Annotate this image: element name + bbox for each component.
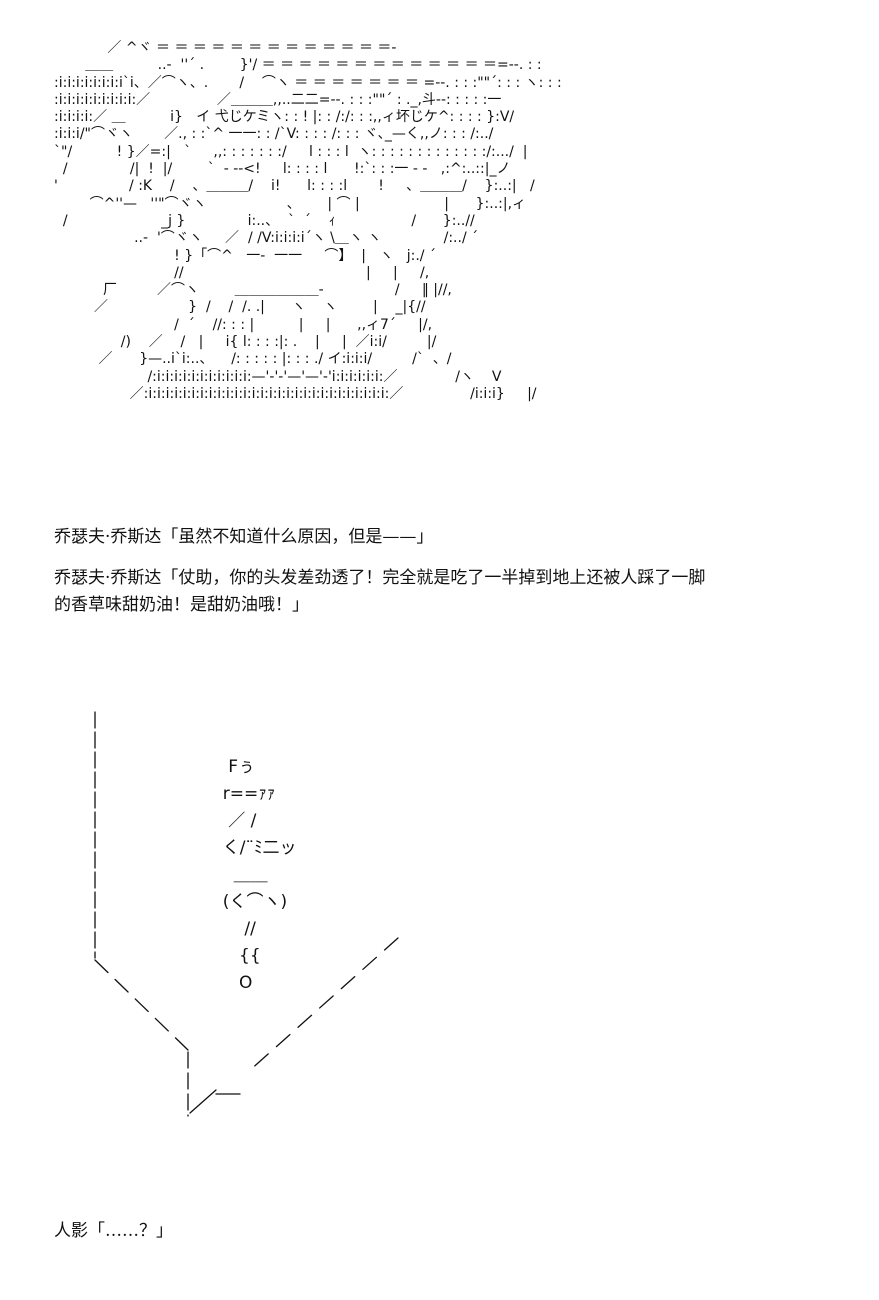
- ascii-art-figure: Fぅ r==ｧｧ ／ / く/¨ﾐ二ッ ＿＿ (く⌒ヽ) // {{ O: [212, 754, 297, 997]
- ascii-art-row: :i:i:i:i:i:i:i:i`i、／⌒ヽ、. / ⌒ヽ ＝ ＝ ＝ ＝ ＝ …: [54, 74, 562, 91]
- ascii-art-row: ' / :K / 、＿＿＿/ i! l: : : :l ! 、＿＿＿/ }:..…: [54, 178, 535, 195]
- figure-art-row: く/¨ﾐ二ッ: [212, 838, 297, 858]
- ascii-art-row: `"/ ! }／=:| ` ,,: : : : : : :/ l : : : l…: [54, 143, 528, 160]
- ascii-art-row: :i:i:i:i:／ ＿ i} イ 弋じケミヽ: : ! |: : /:/: :…: [54, 109, 515, 126]
- dialogue-text-part-2: 的香草味甜奶油！是甜奶油哦！」: [54, 595, 309, 615]
- ascii-art-portrait: ／ ^ヾ ＝ ＝ ＝ ＝ ＝ ＝ ＝ ＝ ＝ ＝ ＝ ＝ ＝- ＿＿ ..‐ '…: [54, 40, 562, 403]
- ascii-art-row: ＿＿ ..‐ ''´ . }'/ ＝ ＝ ＝ ＝ ＝ ＝ ＝ ＝ ＝ ＝ ＝ ＝…: [54, 57, 542, 74]
- figure-art-row: ＿＿: [212, 865, 268, 885]
- ascii-art-row: ／ } / / /. .| ヽ ヽ | _|{//: [54, 299, 426, 316]
- frame-bottom-slash: [189, 1089, 217, 1114]
- figure-art-row: r==ｧｧ: [212, 784, 276, 804]
- frame-right-diagonal: [247, 937, 399, 1073]
- ascii-art-row: ! }「⌒^ 一‐ 一一 ⌒】 | ヽ j:./ ´: [54, 247, 436, 264]
- ascii-art-row: / /| ! |/ ` ‐ ‐‐<! l: : : : l !:`: : :一 …: [54, 161, 511, 178]
- scene-frame-lines: [94, 711, 399, 1117]
- figure-art-row: O: [212, 973, 253, 993]
- ascii-art-row: ／ ^ヾ ＝ ＝ ＝ ＝ ＝ ＝ ＝ ＝ ＝ ＝ ＝ ＝ ＝-: [54, 40, 397, 56]
- ascii-art-row: ..‐ '⌒ヾヽ ／ / /V:i:i:i:i´ヽ \＿ヽ ヽ /:../ ´: [54, 230, 479, 247]
- ascii-art-row: ／ }—..i`i:..、 /: : : : : |: : : ./ イ:i:i…: [54, 351, 452, 368]
- ascii-art-row: ⌒^''— ''"⌒ヾヽ 、 | ⌒ | | }:..:|,ィ: [54, 195, 527, 212]
- ascii-art-row: /) ／ / | i{ l: : : :|: . | | ／i:i/ |/: [54, 334, 437, 351]
- figure-art-row: Fぅ: [212, 757, 255, 777]
- ascii-art-row: / ´ //: : : | | | ,,ィ7´ |/,: [54, 316, 433, 333]
- figure-art-row: ／ /: [212, 811, 257, 831]
- dialogue-line-joseph-1: 乔瑟夫·乔斯达「虽然不知道什么原因，但是——」: [54, 524, 433, 551]
- dialogue-line-joseph-2: 乔瑟夫·乔斯达「仗助，你的头发差劲透了！完全就是吃了一半掉到地上还被人踩了一脚 …: [54, 565, 705, 619]
- figure-art-row: (く⌒ヽ): [212, 892, 288, 912]
- ascii-art-row: /:i:i:i:i:i:i:i:i:i:i:i:—'‐'‐'—'—'‐'i:i:…: [54, 368, 502, 385]
- dialogue-text: 乔瑟夫·乔斯达「虽然不知道什么原因，但是——」: [54, 527, 434, 547]
- ascii-art-row: :i:i:i:i:i:i:i:i:i:／ ／＿＿＿,,..二二=‐‐. : : …: [54, 91, 502, 108]
- dialogue-text: 人影「……？」: [54, 1221, 173, 1241]
- figure-art-row: //: [212, 919, 256, 939]
- frame-left-diagonal: [94, 959, 189, 1051]
- ascii-art-row: 厂 ／⌒ヽ ＿＿＿＿＿＿- / ‖ |//,: [54, 282, 452, 299]
- ascii-art-scene: Fぅ r==ｧｧ ／ / く/¨ﾐ二ッ ＿＿ (く⌒ヽ) // {{ O: [80, 700, 410, 1120]
- dialogue-text-part-1: 乔瑟夫·乔斯达「仗助，你的头发差劲透了！完全就是吃了一半掉到地上还被人踩了一脚: [54, 568, 706, 588]
- figure-art-row: {{: [212, 946, 261, 966]
- ascii-art-row: // | | /,: [54, 264, 430, 281]
- ascii-art-row: :i:i:i/"⌒ヾヽ ／., : :`^ 一一: : /`V: : : : /…: [54, 126, 494, 143]
- dialogue-line-figure: 人影「……？」: [54, 1218, 173, 1245]
- ascii-art-row: / _j } i:..、 ` ´ ｨ / }:..//: [54, 212, 475, 229]
- ascii-art-row: ／:i:i:i:i:i:i:i:i:i:i:i:i:i:i:i:i:i:i:i:…: [54, 385, 537, 402]
